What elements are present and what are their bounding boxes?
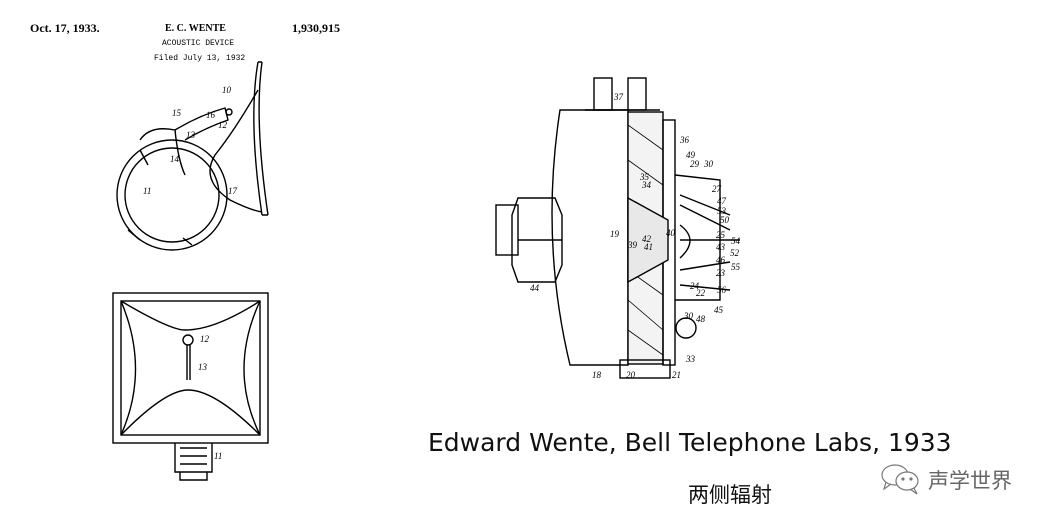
patent-title: ACOUSTIC DEVICE (162, 39, 235, 48)
fig3-label: 24 (690, 281, 699, 291)
fig3-label: 43 (716, 242, 725, 252)
fig3-label: 20 (626, 370, 635, 380)
figure-3-loudspeaker-section-drawing (495, 77, 740, 379)
fig3-label: 49 (686, 150, 695, 160)
fig3-label: 29 (690, 159, 699, 169)
fig3-label: 35 (640, 172, 649, 182)
patent-date: Oct. 17, 1933. (30, 21, 100, 35)
fig3-label: 47 (717, 196, 726, 206)
fig3-label: 27 (712, 184, 721, 194)
fig3-label: 52 (730, 248, 739, 258)
patent-filed: Filed July 13, 1932 (154, 54, 246, 63)
fig2-label: 11 (214, 451, 223, 461)
fig1-label: 14 (170, 154, 179, 164)
fig3-label: 30 (704, 159, 713, 169)
fig3-label: 40 (666, 228, 675, 238)
fig3-label: 23 (716, 268, 725, 278)
watermark-text: 声学世界 (928, 469, 1012, 493)
fig3-label: 30 (684, 311, 693, 321)
fig1-label: 10 (222, 85, 231, 95)
fig1-label: 11 (143, 186, 152, 196)
fig3-label: 41 (644, 242, 653, 252)
fig2-label: 12 (200, 334, 209, 344)
fig3-label: 34 (642, 180, 651, 190)
fig3-label: 37 (614, 92, 623, 102)
fig3-label: 19 (610, 229, 619, 239)
wechat-icon (880, 462, 924, 496)
fig2-label: 13 (198, 362, 207, 372)
fig3-label: 48 (696, 314, 705, 324)
caption: Edward Wente, Bell Telephone Labs, 1933 (428, 428, 952, 457)
fig3-label: 42 (642, 234, 651, 244)
patent-inventor: E. C. WENTE (165, 23, 226, 34)
fig3-label: 33 (686, 354, 695, 364)
patent-number: 1,930,915 (292, 21, 340, 35)
fig1-label: 16 (206, 110, 215, 120)
fig3-label: 46 (716, 255, 725, 265)
fig3-label: 53 (717, 206, 726, 216)
fig3-label: 21 (672, 370, 681, 380)
fig3-label: 45 (714, 305, 723, 315)
fig3-label: 50 (720, 215, 729, 225)
fig3-label: 55 (731, 262, 740, 272)
fig1-label: 13 (186, 130, 195, 140)
fig1-label: 12 (218, 120, 227, 130)
fig3-label: 56 (717, 285, 726, 295)
figure-1-horn-drawing (116, 61, 269, 251)
fig1-label: 17 (228, 186, 237, 196)
figure-2-square-horn-drawing (112, 292, 269, 481)
fig1-label: 15 (172, 108, 181, 118)
subcaption: 两侧辐射 (688, 483, 772, 507)
fig3-label: 54 (731, 236, 740, 246)
fig3-label: 36 (680, 135, 689, 145)
fig3-label: 18 (592, 370, 601, 380)
fig3-label: 44 (530, 283, 539, 293)
fig3-label: 22 (696, 288, 705, 298)
fig3-label: 39 (628, 240, 637, 250)
fig3-label: 25 (716, 230, 725, 240)
